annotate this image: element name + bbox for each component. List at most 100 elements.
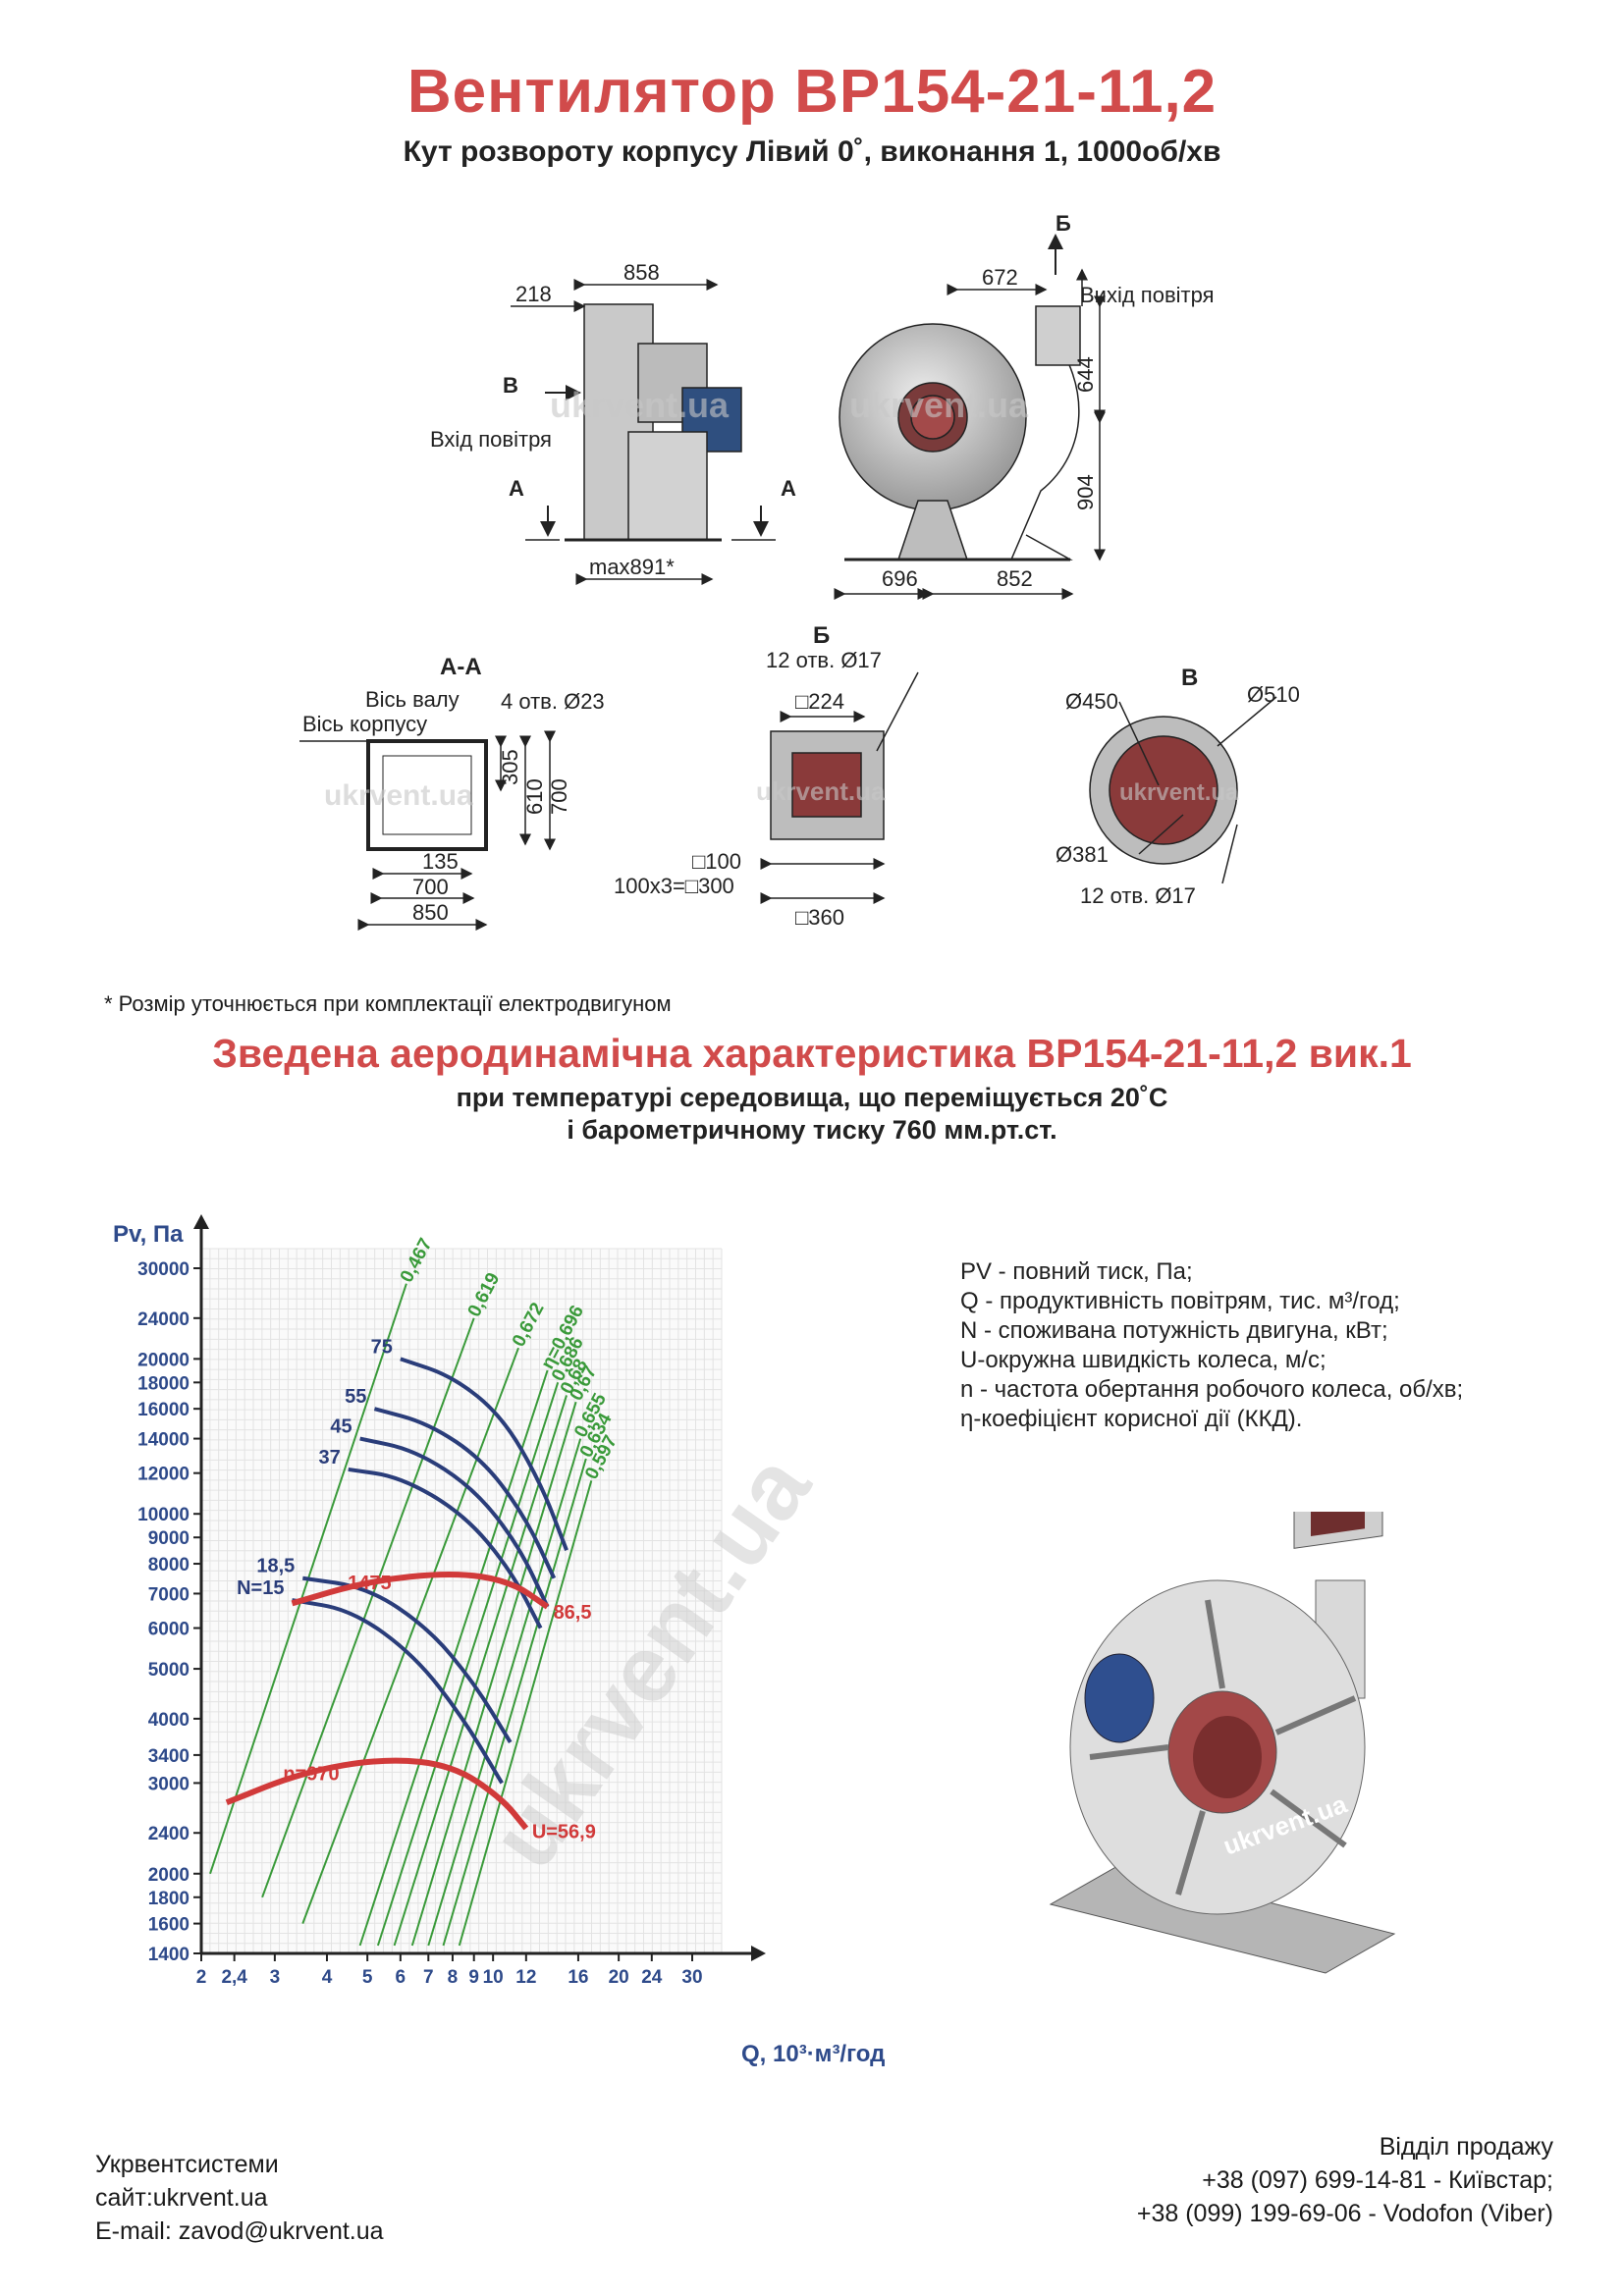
speed-label-56-9: U=56,9 bbox=[532, 1822, 596, 1843]
x-tick-label: 24 bbox=[641, 1967, 663, 1988]
x-tick-label: 6 bbox=[396, 1967, 406, 1988]
dim-d381: Ø381 bbox=[1056, 842, 1109, 867]
dim-644: 644 bbox=[1073, 356, 1098, 393]
x-tick-label: 2 bbox=[196, 1967, 207, 1988]
dim-858: 858 bbox=[623, 260, 660, 285]
section-aa bbox=[299, 730, 556, 931]
sales-department: Відділ продажу bbox=[1379, 2133, 1553, 2161]
side-view bbox=[511, 279, 776, 585]
y-tick-label: 1800 bbox=[148, 1889, 189, 1909]
x-axis-label: Q, 10³·м³/год bbox=[741, 2041, 885, 2067]
view-v-title: В bbox=[1181, 665, 1198, 691]
dim-135: 135 bbox=[422, 849, 459, 874]
efficiency-line bbox=[376, 1381, 560, 1947]
power-label: 75 bbox=[371, 1336, 393, 1358]
chart-grid bbox=[200, 1248, 723, 1954]
holes-b: 12 отв. Ø17 bbox=[766, 648, 882, 672]
x-tick-label: 4 bbox=[322, 1967, 333, 1988]
watermark-b: ukrvent.ua bbox=[756, 776, 886, 806]
company-name: Укрвентсистеми bbox=[95, 2151, 279, 2178]
power-curve bbox=[302, 1575, 513, 1743]
dim-305: 305 bbox=[498, 749, 522, 785]
speed-label: n=970 bbox=[283, 1763, 339, 1785]
x-tick-label: 16 bbox=[568, 1967, 588, 1988]
label-a-right: А bbox=[781, 476, 796, 501]
page-title: Вентилятор ВР154-21-11,2 bbox=[406, 58, 1218, 126]
y-tick-label: 16000 bbox=[137, 1400, 189, 1420]
power-label: N=15 bbox=[237, 1577, 284, 1599]
x-axis-arrow bbox=[751, 1946, 766, 1961]
efficiency-line bbox=[261, 1317, 475, 1898]
watermark-side: ukrvent.ua bbox=[550, 385, 730, 425]
y-tick-label: 18000 bbox=[137, 1373, 189, 1394]
y-tick-label: 24000 bbox=[137, 1309, 189, 1330]
speed-curves: 1475 n=970 bbox=[225, 1572, 550, 1831]
fan-illustration: ukrvent.ua bbox=[1049, 1512, 1396, 1974]
power-curve bbox=[400, 1357, 568, 1551]
phone-vodafone[interactable]: +38 (099) 199-69-06 - Vodofon (Viber) bbox=[1136, 2200, 1553, 2227]
characteristic-conditions-2: і барометричному тиску 760 мм.рт.ст. bbox=[567, 1115, 1057, 1145]
technical-drawings: 218 858 max891* В Вхід повітря А А Б 672… bbox=[299, 211, 1300, 931]
y-tick-label: 3000 bbox=[148, 1774, 189, 1794]
y-tick-label: 20000 bbox=[137, 1350, 189, 1370]
view-b bbox=[760, 671, 919, 904]
characteristic-conditions-1: при температурі середовища, що переміщує… bbox=[456, 1083, 1168, 1112]
power-curve bbox=[359, 1436, 550, 1608]
dim-850: 850 bbox=[412, 900, 449, 925]
holes-v: 12 отв. Ø17 bbox=[1080, 883, 1196, 908]
speed-curve bbox=[225, 1757, 529, 1831]
y-tick-label: 3400 bbox=[148, 1746, 189, 1767]
y-tick-label: 1400 bbox=[148, 1945, 189, 1965]
x-tick-label: 7 bbox=[423, 1967, 434, 1988]
section-aa-title: А-А bbox=[440, 654, 482, 680]
y-tick-label: 1600 bbox=[148, 1915, 189, 1936]
x-tick-label: 5 bbox=[362, 1967, 373, 1988]
legend-q: Q - продуктивність повітрям, тис. м³/год… bbox=[960, 1288, 1400, 1314]
dim-360: □360 bbox=[795, 905, 844, 930]
company-email[interactable]: E-mail: zavod@ukrvent.ua bbox=[95, 2217, 384, 2245]
label-v: В bbox=[503, 373, 518, 398]
x-tick-label: 9 bbox=[468, 1967, 479, 1988]
company-site[interactable]: сайт:ukrvent.ua bbox=[95, 2184, 268, 2212]
view-v bbox=[1089, 696, 1277, 884]
characteristic-title: Зведена аеродинамічна характеристика ВР1… bbox=[212, 1031, 1412, 1076]
label-b: Б bbox=[1056, 211, 1071, 236]
x-tick-label: 2,4 bbox=[221, 1967, 247, 1988]
dim-696: 696 bbox=[882, 566, 918, 591]
power-label: 45 bbox=[330, 1416, 352, 1438]
x-tick-label: 3 bbox=[270, 1967, 281, 1988]
y-tick-label: 30000 bbox=[137, 1259, 189, 1280]
dim-100: □100 bbox=[692, 849, 741, 874]
dim-672: 672 bbox=[982, 265, 1018, 290]
efficiency-line bbox=[393, 1395, 568, 1947]
y-axis-arrow bbox=[193, 1214, 209, 1229]
y-tick-label: 10000 bbox=[137, 1505, 189, 1525]
y-tick-label: 2000 bbox=[148, 1865, 189, 1886]
y-tick-label: 12000 bbox=[137, 1465, 189, 1485]
legend-pv: PV - повний тиск, Па; bbox=[960, 1258, 1193, 1285]
y-tick-label: 2400 bbox=[148, 1824, 189, 1844]
page-subtitle: Кут розвороту корпусу Лівий 0˚, виконанн… bbox=[403, 135, 1221, 168]
phone-kyivstar[interactable]: +38 (097) 699-14-81 - Київстар; bbox=[1202, 2166, 1553, 2194]
legend-n: N - споживана потужність двигуна, кВт; bbox=[960, 1317, 1388, 1344]
power-curve bbox=[292, 1598, 504, 1785]
power-curve bbox=[348, 1467, 543, 1629]
legend-rpm: n - частота обертання робочого колеса, о… bbox=[960, 1376, 1464, 1403]
speed-label: 1475 bbox=[348, 1573, 392, 1594]
x-tick-label: 12 bbox=[515, 1967, 536, 1988]
y-tick-label: 8000 bbox=[148, 1555, 189, 1575]
watermark-v: ukrvent.ua bbox=[1119, 779, 1239, 806]
label-outlet: Вихід повітря bbox=[1080, 283, 1215, 307]
watermark-aa: ukrvent.ua bbox=[324, 779, 473, 812]
footnote: * Розмір уточнюється при комплектації ел… bbox=[104, 991, 672, 1016]
watermark-front: ukrvent.ua bbox=[849, 385, 1029, 425]
y-axis-label: Pv, Па bbox=[113, 1221, 184, 1248]
y-tick-label: 9000 bbox=[148, 1528, 189, 1549]
label-inlet: Вхід повітря bbox=[430, 427, 552, 452]
efficiency-line bbox=[301, 1347, 519, 1924]
efficiency-line bbox=[458, 1480, 593, 1947]
dim-700-vertical: 700 bbox=[547, 778, 571, 815]
y-tick-label: 7000 bbox=[148, 1584, 189, 1605]
x-tick-label: 20 bbox=[609, 1967, 629, 1988]
